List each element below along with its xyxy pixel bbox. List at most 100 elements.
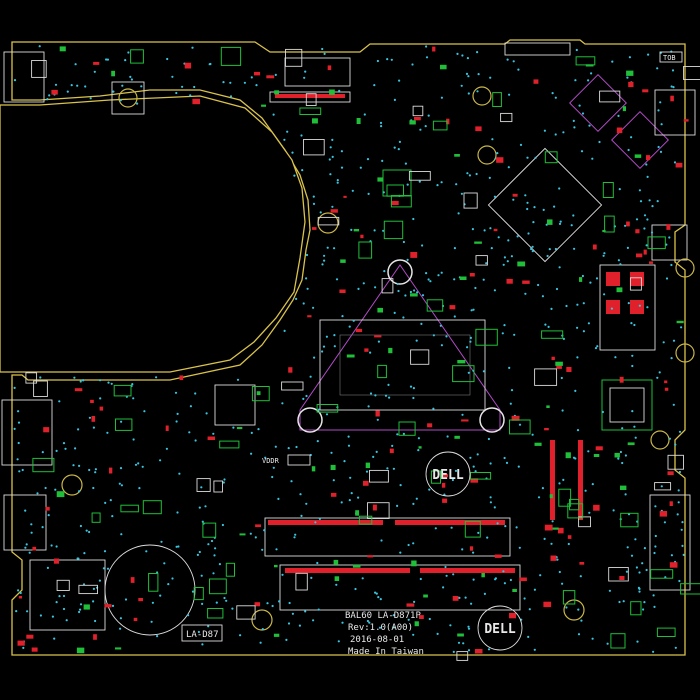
via xyxy=(163,562,166,565)
bottom-left-label: LA-D87 xyxy=(186,630,219,640)
via xyxy=(681,521,684,524)
component-outline xyxy=(620,512,639,528)
via xyxy=(531,250,534,253)
via xyxy=(278,600,281,603)
via xyxy=(372,455,375,458)
via xyxy=(171,577,174,580)
via xyxy=(407,618,410,621)
via xyxy=(402,240,405,244)
smd-pad xyxy=(557,527,564,534)
via xyxy=(374,591,377,594)
via xyxy=(287,622,291,625)
via xyxy=(397,289,400,293)
top-right-tag-box xyxy=(659,51,683,63)
via xyxy=(503,324,506,327)
via xyxy=(387,383,390,386)
mosfet-group xyxy=(599,264,656,351)
via xyxy=(611,60,614,63)
via xyxy=(392,614,395,617)
via xyxy=(472,578,475,581)
usb-port-left-low xyxy=(3,494,47,551)
via xyxy=(119,467,123,470)
chip-top-right-2 xyxy=(611,111,669,169)
via xyxy=(191,590,195,593)
via xyxy=(39,376,42,379)
via xyxy=(303,76,306,79)
component-outline xyxy=(225,562,236,577)
via xyxy=(543,537,546,541)
component-outline xyxy=(534,368,558,386)
via xyxy=(432,407,435,410)
via xyxy=(519,143,523,146)
via xyxy=(561,409,564,412)
via xyxy=(294,533,297,536)
via xyxy=(489,496,492,499)
via xyxy=(46,566,50,570)
via xyxy=(440,96,443,99)
via xyxy=(591,483,594,486)
via xyxy=(517,465,520,468)
via xyxy=(383,270,386,273)
via xyxy=(512,198,515,201)
via xyxy=(464,596,467,599)
via xyxy=(266,602,269,605)
via xyxy=(305,502,308,505)
via xyxy=(189,405,192,408)
via xyxy=(74,63,77,66)
smd-pad xyxy=(481,573,485,578)
via xyxy=(451,478,454,482)
smd-pad xyxy=(556,365,562,369)
via xyxy=(402,316,405,319)
via xyxy=(434,527,437,530)
component-outline xyxy=(56,579,70,591)
via xyxy=(513,333,516,336)
via xyxy=(646,218,649,221)
via xyxy=(567,542,570,546)
via xyxy=(527,232,530,235)
via xyxy=(391,444,394,447)
component-outline xyxy=(31,60,47,78)
via xyxy=(317,408,320,411)
via xyxy=(92,587,95,591)
component-outline xyxy=(220,46,242,66)
via xyxy=(323,259,326,262)
via xyxy=(197,630,200,634)
via xyxy=(507,239,510,242)
via xyxy=(533,648,536,651)
via xyxy=(503,456,506,460)
via xyxy=(439,324,442,327)
via xyxy=(340,501,343,504)
via xyxy=(92,426,95,429)
via xyxy=(554,133,557,136)
via xyxy=(239,634,242,637)
smd-pad xyxy=(109,467,113,474)
via xyxy=(589,281,592,284)
component-outline xyxy=(475,255,488,266)
via xyxy=(304,610,307,613)
via xyxy=(189,94,192,97)
via xyxy=(384,394,388,397)
via xyxy=(30,523,33,526)
component-outline xyxy=(358,241,373,259)
via xyxy=(130,78,133,81)
via xyxy=(120,533,123,536)
via xyxy=(319,211,322,214)
via xyxy=(47,514,50,517)
via xyxy=(533,588,537,591)
via xyxy=(467,92,470,95)
via xyxy=(631,410,634,413)
via xyxy=(587,79,590,82)
via xyxy=(493,195,496,198)
via xyxy=(66,90,69,93)
via xyxy=(436,632,439,636)
via xyxy=(347,435,350,438)
via xyxy=(627,148,630,152)
via xyxy=(541,487,545,490)
via xyxy=(659,150,663,153)
via xyxy=(618,600,621,604)
dimm-slot-upper xyxy=(264,517,511,557)
smd-pad xyxy=(519,577,527,582)
via xyxy=(474,470,477,473)
smd-pad xyxy=(340,259,346,263)
via xyxy=(207,625,210,628)
